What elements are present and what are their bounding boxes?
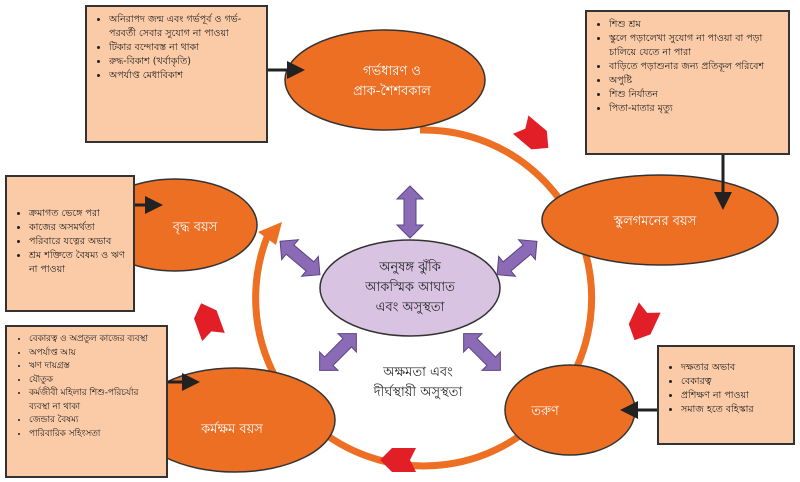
risk-item: বাড়িতে পড়াশুনার জন্য প্রতিকূল পরিবেশ bbox=[609, 60, 782, 74]
double-arrow-icon bbox=[271, 230, 329, 286]
label-line: দীর্ঘস্থায়ী অসুস্থতা bbox=[373, 385, 463, 400]
risk-item: বেকারত্ব bbox=[681, 375, 787, 389]
risk-box-working: বেকারত্ব ও অপ্রতুল কাজের ব্যবস্থা অপর্যা… bbox=[5, 325, 168, 478]
risk-item: শ্রম শক্তিতে বৈষম্য ও ঋণ না পাওয়া bbox=[29, 249, 127, 277]
label-line: গর্ভধারণ ও bbox=[363, 64, 421, 79]
risk-list: দক্ষতার অভাব বেকারত্ব প্রশিক্ষণ না পাওয়… bbox=[667, 361, 787, 417]
risk-item: পিতা-মাতার মৃত্যু bbox=[609, 102, 782, 116]
cycle-ring bbox=[252, 126, 596, 470]
flow-arrow-icon bbox=[380, 448, 416, 472]
stage-ellipse-conception bbox=[284, 29, 486, 131]
risk-item: কাজের অসমর্থতা bbox=[29, 221, 127, 235]
risk-list: শিশু শ্রম স্কুলে পড়ালেখা সুযোগ না পাওয়… bbox=[595, 18, 782, 116]
risk-item: যৌতুক bbox=[29, 374, 160, 388]
label-line: এবং অসুস্থতা bbox=[375, 300, 445, 315]
risk-list: অনিরাপদ জন্ম এবং গর্ভপূর্ব ও গর্ভ-পরবর্ত… bbox=[95, 13, 260, 83]
risk-item: সমাজ হতে বহিস্কার bbox=[681, 403, 787, 417]
risk-item: পরিবারে যত্নের অভাব bbox=[29, 235, 127, 249]
label-line: বৃদ্ধ বয়স bbox=[172, 220, 218, 235]
risk-item: জেন্ডার বৈষম্য bbox=[29, 414, 160, 428]
risk-item: ঋণ দায়গ্রস্ত bbox=[29, 360, 160, 374]
stage-label-youth: তরুণ bbox=[531, 402, 559, 422]
risk-box-old: ক্রমাগত ভেঙ্গে পরা কাজের অসমর্থতা পরিবার… bbox=[5, 175, 135, 312]
risk-list: ক্রমাগত ভেঙ্গে পরা কাজের অসমর্থতা পরিবার… bbox=[15, 207, 127, 277]
stage-label-old: বৃদ্ধ বয়স bbox=[173, 218, 217, 238]
stage-label-conception: গর্ভধারণ ও প্রাক-শৈশবকাল bbox=[353, 62, 431, 102]
risk-item: অপর্যাপ্ত আয় bbox=[29, 347, 160, 361]
label-line: অক্ষমতা এবং bbox=[383, 365, 453, 380]
label-line: অনুষঙ্গ ঝুঁকি bbox=[379, 260, 441, 275]
flow-arrow-icon bbox=[513, 115, 557, 158]
double-arrow-icon bbox=[309, 323, 367, 381]
label-line: কর্মক্ষম বয়স bbox=[201, 422, 263, 437]
risk-item: বেকারত্ব ও অপ্রতুল কাজের ব্যবস্থা bbox=[29, 333, 160, 347]
risk-box-conception: অনিরাপদ জন্ম এবং গর্ভপূর্ব ও গর্ভ-পরবর্ত… bbox=[85, 5, 268, 143]
risk-item: প্রশিক্ষণ না পাওয়া bbox=[681, 389, 787, 403]
risk-item: টিকার বন্দোবস্ত না থাকা bbox=[109, 41, 260, 55]
risk-box-school: শিশু শ্রম স্কুলে পড়ালেখা সুযোগ না পাওয়… bbox=[585, 10, 790, 155]
risk-item: রুদ্ধ-বিকাশ (খর্বাকৃতি) bbox=[109, 55, 260, 69]
risk-item: অপর্যাপ্ত মেধাবিকাশ bbox=[109, 69, 260, 83]
risk-item: অনিরাপদ জন্ম এবং গর্ভপূর্ব ও গর্ভ-পরবর্ত… bbox=[109, 13, 260, 41]
cycle-ring-arrowhead bbox=[258, 222, 282, 245]
stage-label-working: কর্মক্ষম বয়স bbox=[201, 420, 263, 440]
risk-item: শিশু নির্যাতন bbox=[609, 88, 782, 102]
bottom-note: অক্ষমতা এবং দীর্ঘস্থায়ী অসুস্থতা bbox=[374, 363, 462, 403]
label-line: স্কুলগমনের বয়স bbox=[613, 214, 697, 229]
risk-item: শিশু শ্রম bbox=[609, 18, 782, 32]
risk-item: ক্রমাগত ভেঙ্গে পরা bbox=[29, 207, 127, 221]
center-label: অনুষঙ্গ ঝুঁকি আকস্মিক আঘাত এবং অসুস্থতা bbox=[365, 258, 455, 318]
center-ellipse bbox=[319, 239, 501, 337]
stage-label-school: স্কুলগমনের বয়স bbox=[614, 212, 697, 232]
label-line: প্রাক-শৈশবকাল bbox=[353, 84, 431, 99]
double-arrow-icon bbox=[453, 323, 511, 381]
flow-arrow-icon bbox=[623, 302, 661, 346]
risk-item: পারিবারিক সহিংসতা bbox=[29, 428, 160, 442]
risk-list: বেকারত্ব ও অপ্রতুল কাজের ব্যবস্থা অপর্যা… bbox=[15, 333, 160, 441]
risk-box-youth: দক্ষতার অভাব বেকারত্ব প্রশিক্ষণ না পাওয়… bbox=[657, 345, 795, 445]
risk-item: স্কুলে পড়ালেখা সুযোগ না পাওয়া বা পড়া … bbox=[609, 32, 782, 60]
flow-arrow-icon bbox=[189, 299, 225, 342]
risk-item: অপুষ্টি bbox=[609, 74, 782, 88]
double-arrow-icon bbox=[396, 185, 424, 239]
risk-item: কর্মজীবী মহিলার শিশু-পরিচর্যার ব্যবস্থা … bbox=[29, 387, 160, 414]
risk-item: দক্ষতার অভাব bbox=[681, 361, 787, 375]
stage-ellipse-youth bbox=[504, 364, 636, 456]
label-line: আকস্মিক আঘাত bbox=[365, 280, 455, 295]
label-line: তরুণ bbox=[531, 404, 559, 419]
